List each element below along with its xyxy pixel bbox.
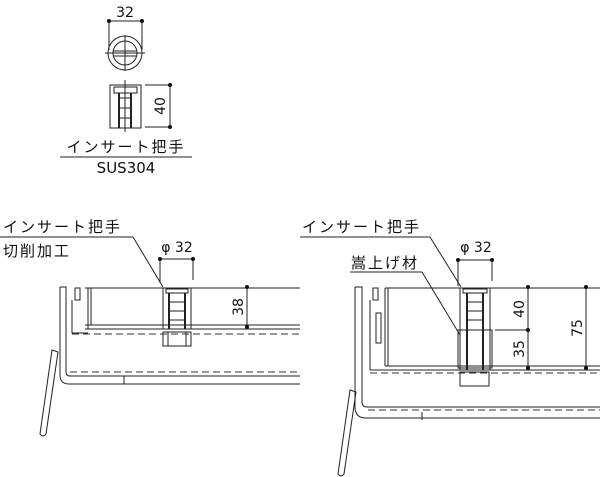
- handle-detail: 32 40 インサート把手 SUS304: [60, 5, 192, 177]
- left-height-dim: 38: [231, 298, 247, 316]
- right-label-spacer: 嵩上げ材: [351, 254, 419, 272]
- left-nut: [162, 331, 192, 347]
- right-upper-dim: 40: [512, 300, 528, 318]
- right-section: インサート把手 φ 32 嵩上げ材 40 35 75: [300, 218, 600, 477]
- right-spacer-block: [457, 329, 493, 369]
- detail-part-name: インサート把手: [66, 138, 185, 156]
- left-label-machining: 切削加工: [3, 242, 71, 260]
- right-nut: [459, 371, 490, 387]
- right-lower-dim: 35: [512, 340, 528, 358]
- left-section: インサート把手 切削加工 φ 32 38: [0, 218, 300, 437]
- right-label-insert: インサート把手: [302, 218, 421, 236]
- handle-side-view: [109, 80, 142, 132]
- left-insert-handle: [162, 287, 192, 347]
- detail-height-dim: 40: [153, 97, 169, 115]
- right-insert-handle: [457, 287, 493, 387]
- detail-material: SUS304: [97, 159, 156, 177]
- left-diameter-dim: φ 32: [161, 240, 193, 256]
- right-total-dim: 75: [570, 319, 586, 337]
- right-diameter-dim: φ 32: [460, 240, 492, 256]
- left-label-insert: インサート把手: [3, 218, 122, 236]
- detail-width-dim: 32: [116, 5, 134, 21]
